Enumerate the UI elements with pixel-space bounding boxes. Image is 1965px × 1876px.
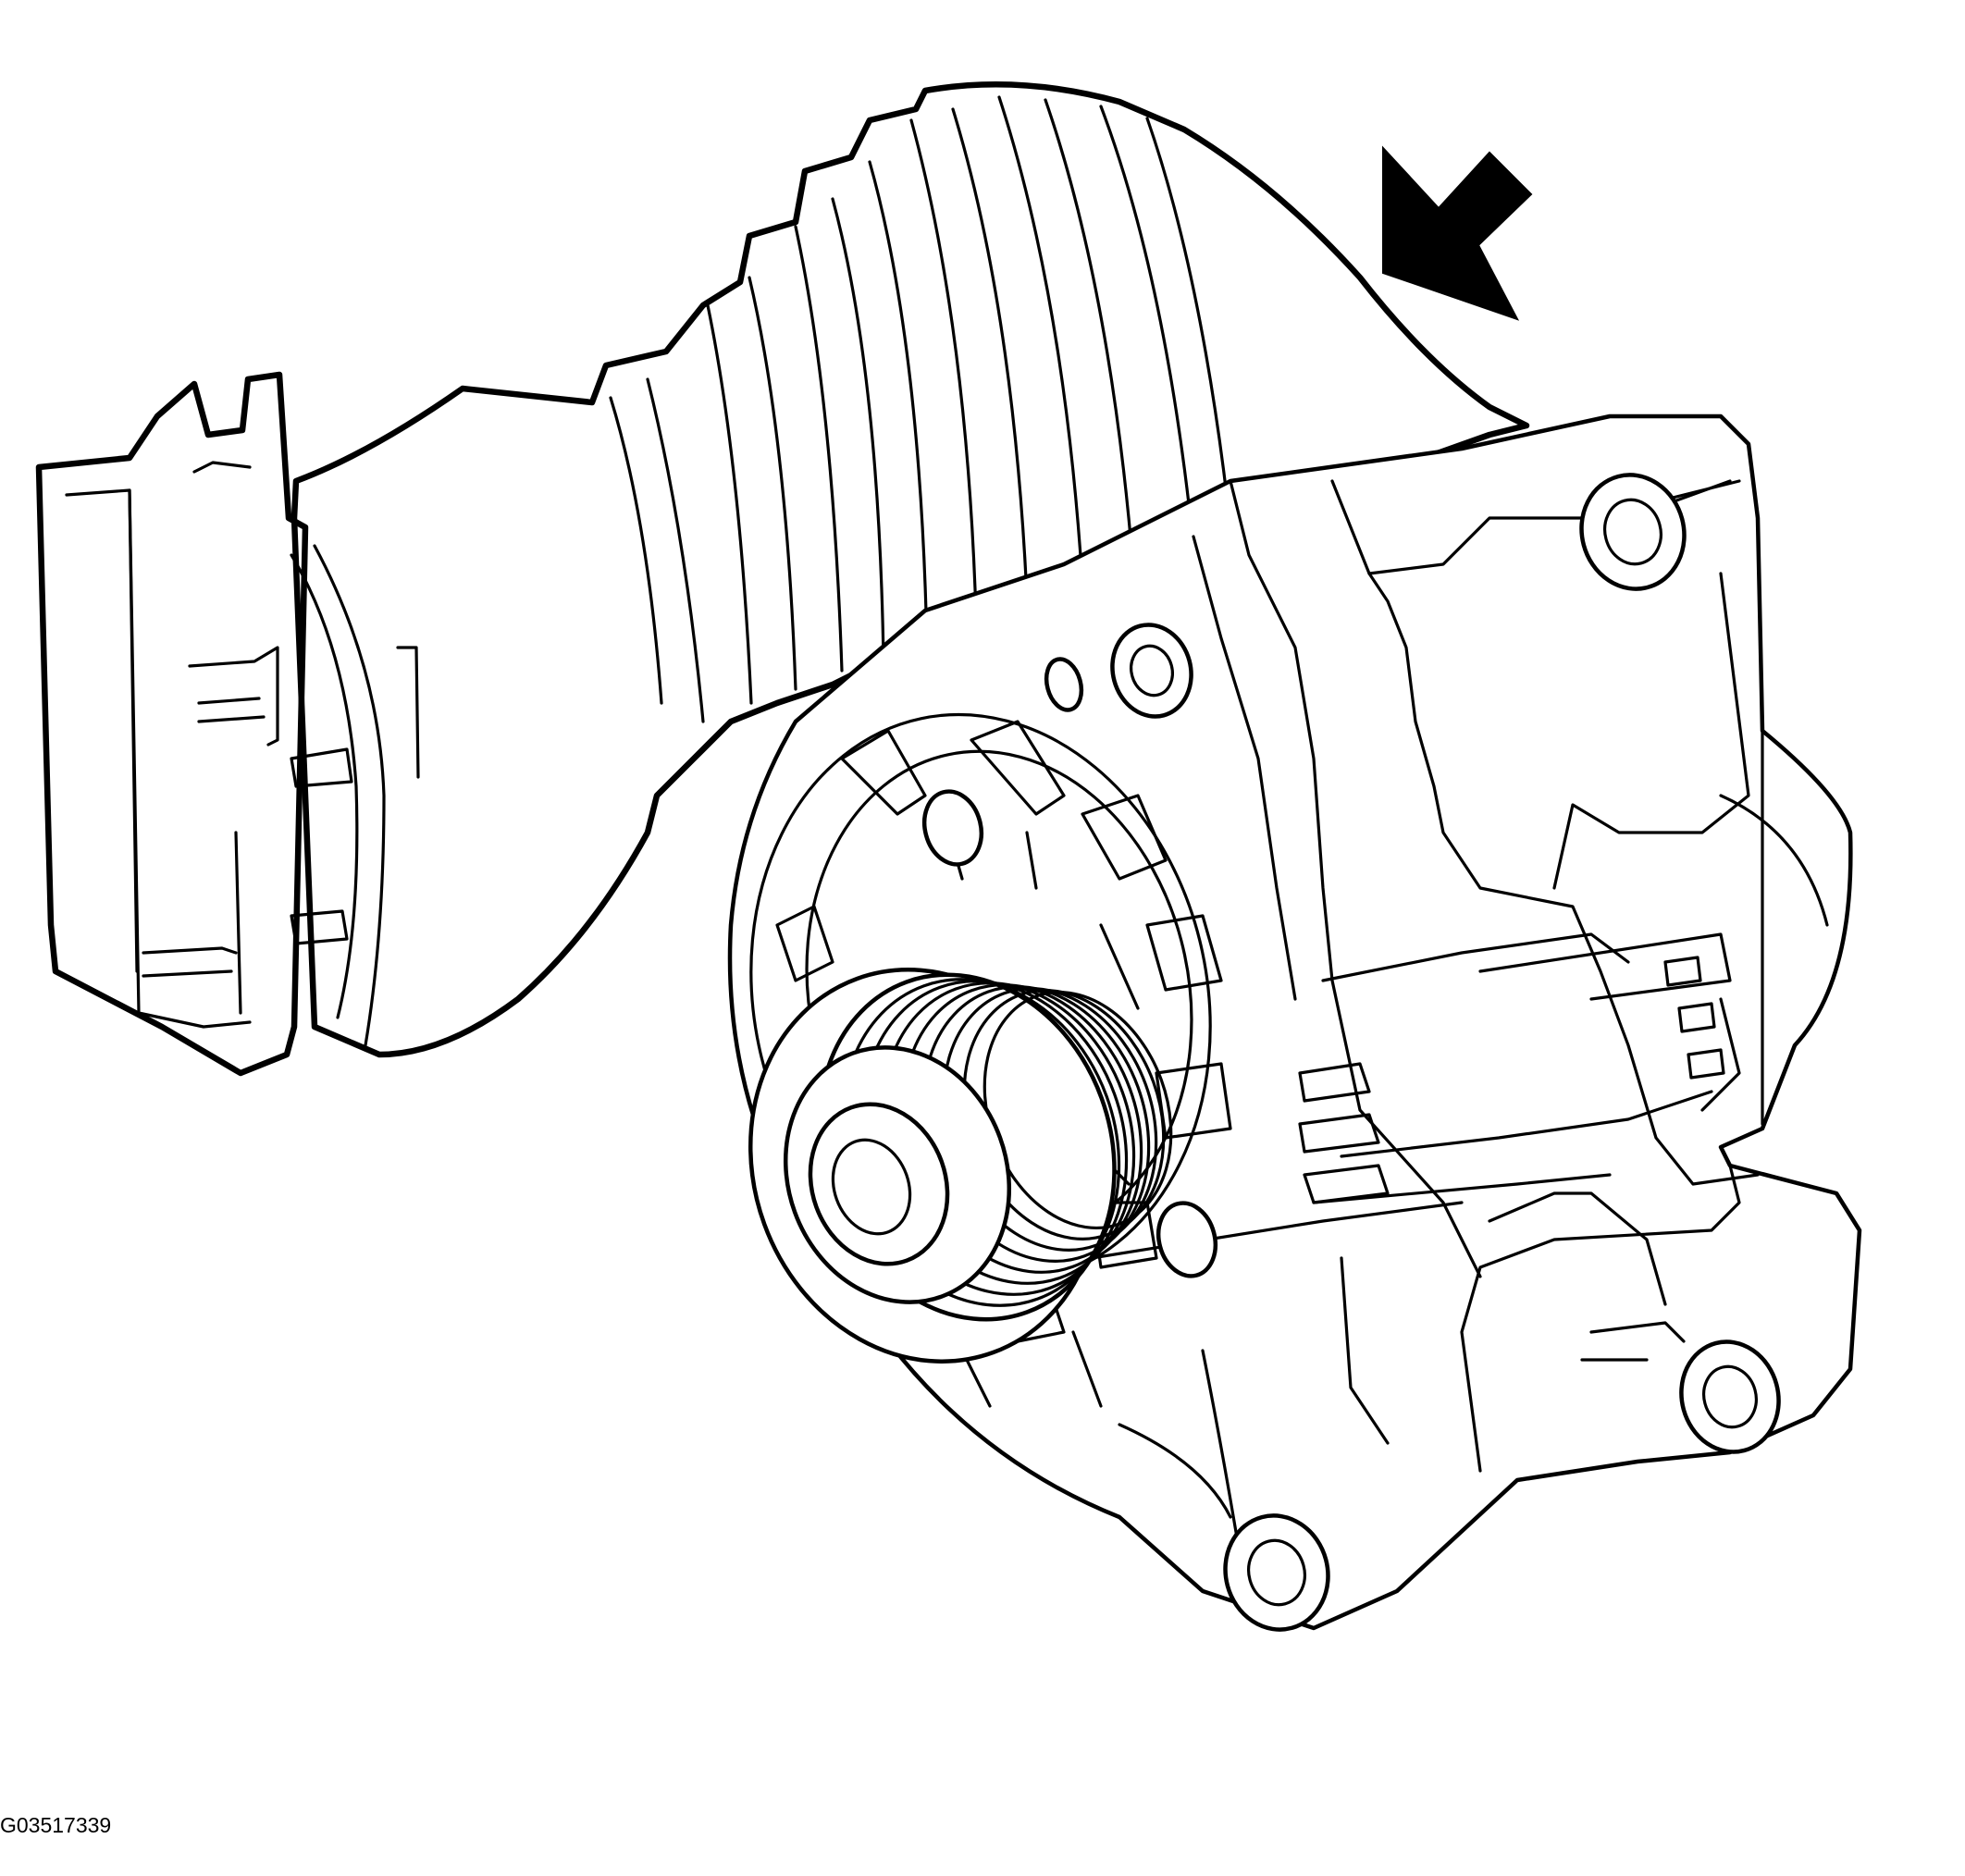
figure-id-label: G03517339 — [0, 1813, 112, 1837]
electrical-connector — [35, 371, 420, 1077]
mounting-bosses — [921, 473, 1781, 1632]
indicator-arrow — [1382, 145, 1533, 321]
harness-boot — [290, 81, 1530, 1058]
housing-vents — [1298, 956, 1725, 1204]
drive-pulley — [748, 968, 1173, 1364]
